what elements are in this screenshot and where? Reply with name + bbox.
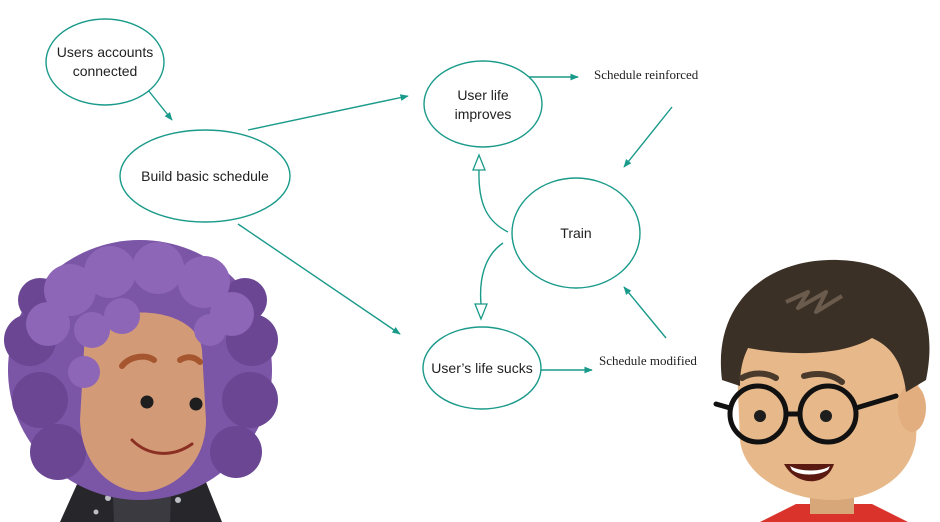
woman-avatar-illustration (4, 240, 278, 522)
edge-modified-to-train (623, 286, 667, 339)
edge-train-to-improves (478, 169, 509, 233)
edge-accounts-to-build (147, 89, 173, 121)
node-users-accounts: Users accounts connected (45, 18, 165, 106)
node-build-basic-schedule-label: Build basic schedule (141, 168, 269, 184)
edge-build-to-improves (247, 94, 409, 131)
arrowhead-train-to-sucks (474, 303, 488, 321)
edge-reinforced-to-train (623, 106, 673, 168)
node-users-accounts-line2: connected (73, 63, 138, 79)
node-users-accounts-line1: Users accounts (57, 44, 153, 60)
node-user-life-improves-line2: improves (455, 106, 512, 122)
man-avatar-illustration (713, 259, 930, 522)
node-train-label: Train (560, 225, 591, 241)
label-schedule-modified: Schedule modified (599, 353, 697, 368)
node-train: Train (511, 177, 641, 289)
edge-train-to-sucks (479, 242, 504, 305)
node-user-life-improves-line1: User life (457, 87, 509, 103)
arrowhead-train-to-improves (472, 153, 486, 171)
node-users-life-sucks-label: User’s life sucks (431, 360, 532, 376)
node-users-life-sucks: User’s life sucks (422, 326, 542, 410)
label-schedule-reinforced: Schedule reinforced (594, 67, 699, 82)
edge-build-to-sucks (237, 223, 401, 335)
node-build-basic-schedule: Build basic schedule (119, 129, 291, 223)
node-user-life-improves: User life improves (423, 60, 543, 148)
